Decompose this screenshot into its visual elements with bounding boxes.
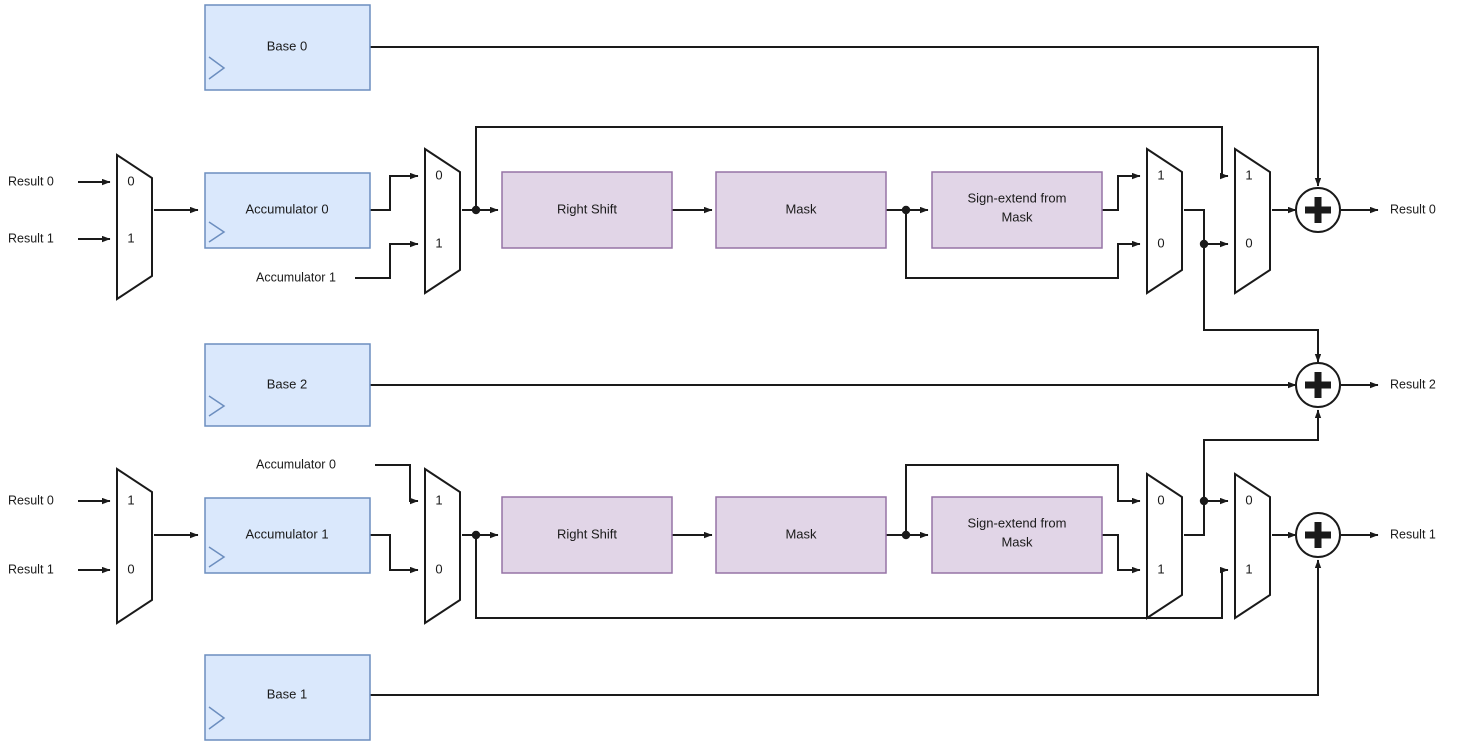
adder-result2[interactable] — [1295, 362, 1341, 408]
side-label-accumulator1: Accumulator 1 — [256, 270, 336, 284]
wire-base0-to-adder-result0 — [370, 46, 1322, 187]
clock-chevron-icon — [208, 56, 226, 80]
register-base2-label: Base 2 — [267, 376, 307, 391]
operation-right-shift-bottom-label: Right Shift — [557, 526, 617, 541]
plus-icon — [1305, 372, 1331, 398]
mux-top-accumulator-port-bottom: 1 — [435, 235, 442, 250]
adder-result0[interactable] — [1295, 187, 1341, 233]
operation-mask-bottom-label: Mask — [785, 526, 817, 541]
wire-acc0-to-mux-top-acc-0 — [370, 172, 419, 211]
operation-sign-extend-top-line1: Sign-extend from — [968, 190, 1067, 205]
operation-right-shift-top[interactable]: Right Shift — [501, 171, 673, 249]
mux-bottom-accumulator[interactable]: 1 0 — [424, 467, 461, 625]
clock-chevron-icon — [208, 395, 226, 417]
wire-signext-to-mux-top-sign-1 — [1102, 172, 1141, 211]
register-base1[interactable]: Base 1 — [204, 654, 371, 741]
mux-top-accumulator[interactable]: 0 1 — [424, 147, 461, 295]
wire-bot-to-adder-result2 — [1203, 409, 1322, 501]
wires — [78, 46, 1379, 696]
input-label-bottom-result0: Result 0 — [8, 493, 54, 507]
clock-chevron-icon — [208, 221, 226, 243]
wire-top-bypass-to-mux-top-final-1 — [475, 126, 1229, 210]
output-label-result0: Result 0 — [1390, 202, 1436, 216]
plus-icon — [1305, 522, 1331, 548]
register-accumulator1-label: Accumulator 1 — [245, 526, 328, 541]
operation-blocks: Right Shift Mask Sign-extend from Mask R… — [501, 171, 1103, 574]
mux-bottom-accumulator-port-top: 1 — [435, 492, 442, 507]
wire-acc0-label-to-mux-bot-acc-1 — [375, 464, 419, 505]
adders — [1295, 187, 1341, 558]
register-accumulator0[interactable]: Accumulator 0 — [204, 172, 371, 249]
multiplexers: 0 1 0 1 1 0 1 0 1 0 1 0 — [116, 147, 1271, 625]
mux-top-input[interactable]: 0 1 — [116, 153, 153, 301]
operation-right-shift-bottom[interactable]: Right Shift — [501, 496, 673, 574]
register-base0-label: Base 0 — [267, 38, 307, 53]
wire-signext-to-mux-bot-sign-1 — [1102, 534, 1141, 574]
register-base1-label: Base 1 — [267, 686, 307, 701]
mux-top-input-port-bottom: 1 — [127, 230, 134, 245]
register-accumulator0-label: Accumulator 0 — [245, 201, 328, 216]
wire-acc1-to-mux-bot-acc-0 — [370, 534, 419, 574]
wire-mux-bot-sign-to-mux-bot-final-0 — [1184, 497, 1229, 536]
clock-chevron-icon — [208, 546, 226, 568]
operation-right-shift-top-label: Right Shift — [557, 201, 617, 216]
register-accumulator1[interactable]: Accumulator 1 — [204, 497, 371, 574]
wire-bot-mask-bypass-to-mux-bot-sign-0 — [905, 464, 1141, 535]
mux-top-signextend-port-bottom: 0 — [1157, 235, 1164, 250]
clock-chevron-icon — [208, 706, 226, 730]
operation-sign-extend-bottom-line1: Sign-extend from — [968, 515, 1067, 530]
register-base2[interactable]: Base 2 — [204, 343, 371, 427]
operation-sign-extend-top-line2: Mask — [1001, 209, 1033, 224]
mux-top-signextend-port-top: 1 — [1157, 167, 1164, 182]
mux-top-final-port-bottom: 0 — [1245, 235, 1252, 250]
mux-top-accumulator-port-top: 0 — [435, 167, 442, 182]
mux-bottom-signextend-port-bottom: 1 — [1157, 561, 1164, 576]
mux-top-final-port-top: 1 — [1245, 167, 1252, 182]
adder-result1[interactable] — [1295, 512, 1341, 558]
wire-mux-top-sign-to-mux-top-final-0 — [1184, 209, 1229, 248]
mux-bottom-signextend-port-top: 0 — [1157, 492, 1164, 507]
operation-sign-extend-bottom[interactable]: Sign-extend from Mask — [931, 496, 1103, 574]
input-label-top-result0: Result 0 — [8, 174, 54, 188]
mux-bottom-input-port-top: 1 — [127, 492, 134, 507]
wire-top-to-adder-result2 — [1203, 244, 1322, 363]
mux-bottom-final-port-bottom: 1 — [1245, 561, 1252, 576]
mux-bottom-final-port-top: 0 — [1245, 492, 1252, 507]
mux-bottom-signextend[interactable]: 0 1 — [1146, 472, 1183, 620]
operation-mask-bottom[interactable]: Mask — [715, 496, 887, 574]
wire-acc1-label-to-mux-top-acc-1 — [355, 240, 419, 279]
plus-icon — [1305, 197, 1331, 223]
input-label-bottom-result1: Result 1 — [8, 562, 54, 576]
output-label-result1: Result 1 — [1390, 527, 1436, 541]
mux-bottom-input[interactable]: 1 0 — [116, 467, 153, 625]
wire-top-mask-bypass-to-mux-top-sign-0 — [905, 210, 1141, 279]
register-blocks: Base 0 Accumulator 0 Base 2 Accumulator … — [204, 4, 371, 741]
operation-mask-top[interactable]: Mask — [715, 171, 887, 249]
mux-top-input-port-top: 0 — [127, 173, 134, 188]
mux-bottom-final[interactable]: 0 1 — [1234, 472, 1271, 620]
wire-bot-bypass-to-mux-bot-final-1 — [475, 535, 1229, 619]
output-label-result2: Result 2 — [1390, 377, 1436, 391]
mux-bottom-input-port-bottom: 0 — [127, 561, 134, 576]
register-base0[interactable]: Base 0 — [204, 4, 371, 91]
mux-top-signextend[interactable]: 1 0 — [1146, 147, 1183, 295]
mux-bottom-accumulator-port-bottom: 0 — [435, 561, 442, 576]
wire-base1-to-adder-result1 — [370, 559, 1322, 696]
mux-top-final[interactable]: 1 0 — [1234, 147, 1271, 295]
side-label-accumulator0: Accumulator 0 — [256, 457, 336, 471]
operation-sign-extend-top[interactable]: Sign-extend from Mask — [931, 171, 1103, 249]
input-label-top-result1: Result 1 — [8, 231, 54, 245]
io-labels: Result 0 Result 1 Result 0 Result 1 Accu… — [8, 174, 1436, 576]
operation-mask-top-label: Mask — [785, 201, 817, 216]
operation-sign-extend-bottom-line2: Mask — [1001, 534, 1033, 549]
